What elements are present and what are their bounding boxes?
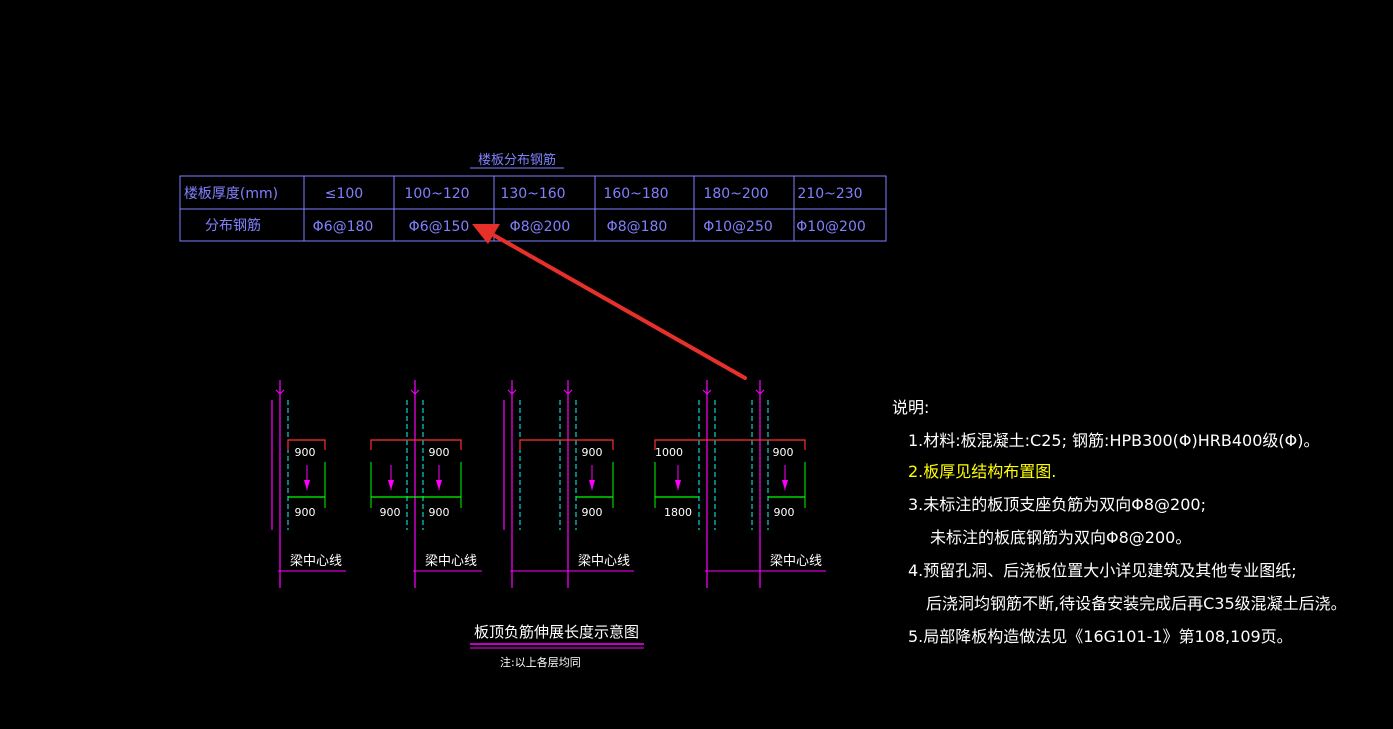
thickness-cell: 160~180 <box>603 186 668 202</box>
rebar-cell: Φ10@250 <box>703 219 773 235</box>
row-header-thickness: 楼板厚度(mm) <box>184 186 278 202</box>
notes-block: 说明: 1.材料:板混凝土:C25; 钢筋:HPB300(Φ)HRB400级(Φ… <box>892 398 1347 646</box>
dim-label: 900 <box>295 506 316 519</box>
note-item: 3.未标注的板顶支座负筋为双向Φ8@200; <box>908 495 1206 514</box>
dim-label: 1800 <box>664 506 692 519</box>
rebar-table: 楼板分布钢筋 楼板厚度(mm) 分布钢筋 ≤100 100~120 130~16… <box>179 152 887 242</box>
thickness-cell: ≤100 <box>325 186 363 202</box>
rebar-cell: Φ6@180 <box>313 219 374 235</box>
dim-label: 900 <box>774 506 795 519</box>
dim-label: 900 <box>380 506 401 519</box>
thickness-cell: 180~200 <box>703 186 768 202</box>
diagram-title-block: 板顶负筋伸展长度示意图 注:以上各层均同 <box>470 623 644 669</box>
dim-label: 900 <box>773 446 794 459</box>
diagram-subnote: 注:以上各层均同 <box>500 655 581 669</box>
detail-group-2: 900 900 900 梁中心线 <box>370 380 482 588</box>
dim-label: 1000 <box>655 446 683 459</box>
rebar-cell: Φ8@200 <box>510 219 571 235</box>
detail-group-3: 900 900 梁中心线 <box>503 380 634 588</box>
thickness-cell: 100~120 <box>404 186 469 202</box>
note-item: 1.材料:板混凝土:C25; 钢筋:HPB300(Φ)HRB400级(Φ)。 <box>908 431 1319 450</box>
note-item: 后浇洞均钢筋不断,待设备安装完成后再C35级混凝土后浇。 <box>926 594 1347 613</box>
dim-label: 900 <box>582 506 603 519</box>
dim-label: 900 <box>429 506 450 519</box>
beam-center-label: 梁中心线 <box>425 554 477 569</box>
rebar-cell: Φ8@180 <box>607 219 668 235</box>
table-title: 楼板分布钢筋 <box>478 152 556 168</box>
beam-center-label: 梁中心线 <box>578 554 630 569</box>
dim-label: 900 <box>582 446 603 459</box>
row-header-rebar: 分布钢筋 <box>205 217 261 234</box>
note-item: 4.预留孔洞、后浇板位置大小详见建筑及其他专业图纸; <box>908 561 1297 580</box>
note-item: 未标注的板底钢筋为双向Φ8@200。 <box>930 528 1191 547</box>
thickness-cell: 130~160 <box>500 186 565 202</box>
diagram-title: 板顶负筋伸展长度示意图 <box>474 623 639 641</box>
dim-label: 900 <box>429 446 450 459</box>
note-item-highlighted: 2.板厚见结构布置图. <box>908 462 1056 481</box>
dim-label: 900 <box>295 446 316 459</box>
rebar-cell: Φ10@200 <box>796 219 866 235</box>
note-item: 5.局部降板构造做法见《16G101-1》第108,109页。 <box>908 627 1293 646</box>
annotation-arrow <box>472 224 747 380</box>
notes-heading: 说明: <box>892 398 929 417</box>
detail-group-1: 900 900 梁中心线 <box>271 380 346 588</box>
beam-center-label: 梁中心线 <box>290 554 342 569</box>
thickness-cell: 210~230 <box>797 186 862 202</box>
rebar-cell: Φ6@150 <box>409 219 470 235</box>
beam-center-label: 梁中心线 <box>770 554 822 569</box>
detail-group-4: 1000 1800 900 900 梁中心线 <box>654 380 826 588</box>
